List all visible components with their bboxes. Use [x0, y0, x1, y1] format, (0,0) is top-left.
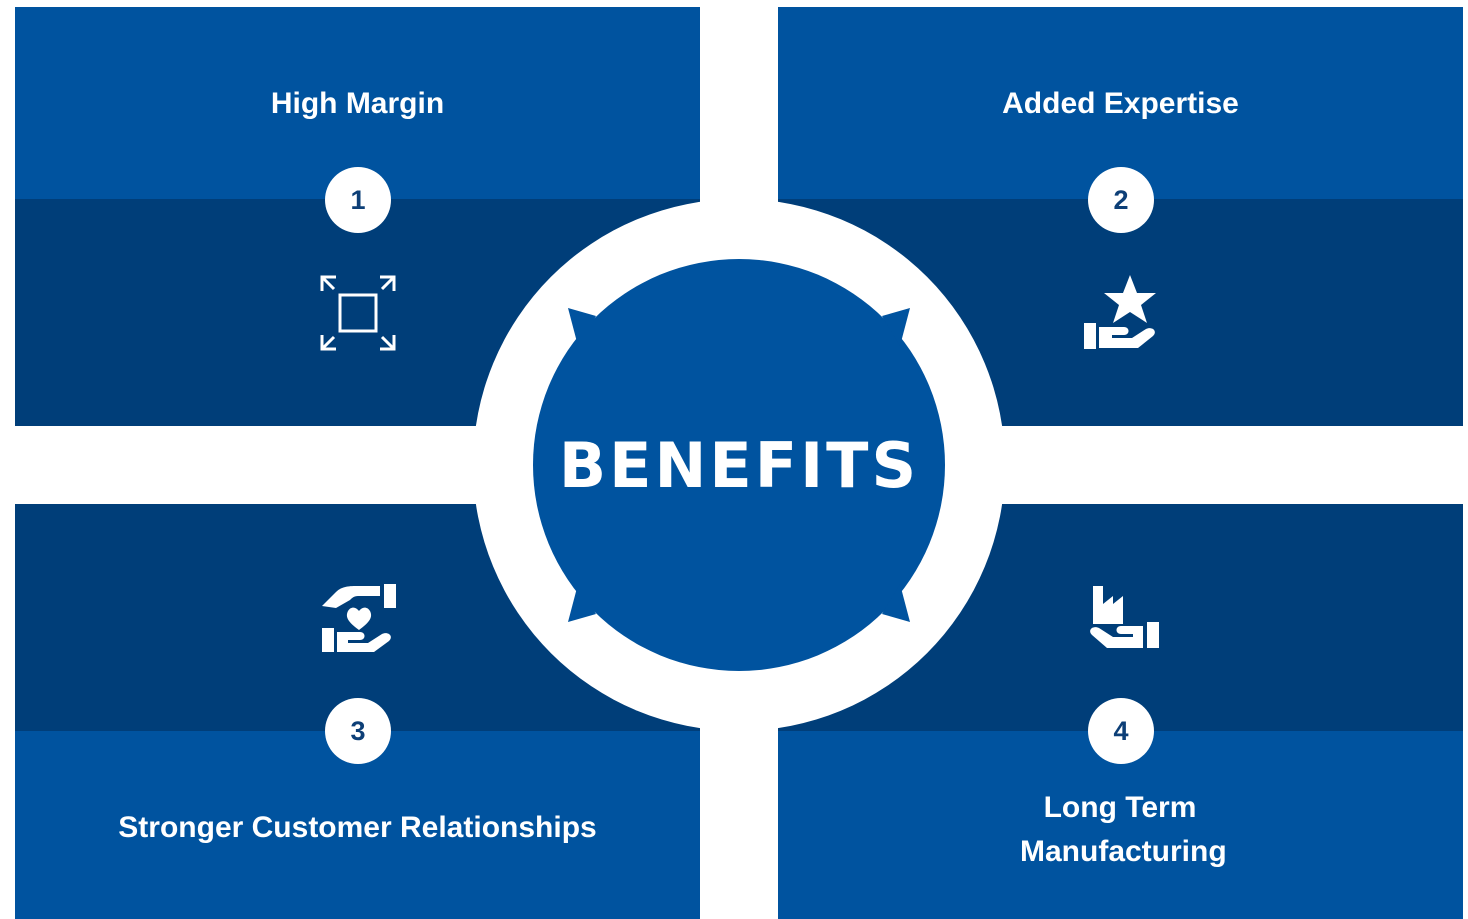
- benefit-number-badge-1: 1: [325, 167, 391, 233]
- ring-arrow-top-right: [882, 308, 910, 346]
- benefit-title-3: Stronger Customer Relationships: [118, 811, 597, 844]
- hands-heart-icon: [322, 584, 396, 652]
- ring-arrow-top-left: [568, 308, 596, 346]
- benefit-title-1: High Margin: [270, 87, 445, 120]
- benefit-number-badge-3: 3: [325, 698, 391, 764]
- benefit-title-2: Added Expertise: [1002, 87, 1239, 120]
- expand-arrows-icon: [320, 275, 396, 351]
- ring-arrow-bottom-left: [568, 584, 596, 622]
- benefit-number-badge-4: 4: [1088, 698, 1154, 764]
- hand-factory-icon: [1090, 586, 1159, 648]
- benefit-title-4: Long Term Manufacturing: [1020, 791, 1227, 868]
- center-title: BENEFITS: [558, 428, 920, 502]
- hand-star-icon: [1084, 275, 1156, 349]
- benefit-number-badge-2: 2: [1088, 167, 1154, 233]
- ring-arrow-bottom-right: [882, 584, 910, 622]
- center-circle: [533, 259, 945, 671]
